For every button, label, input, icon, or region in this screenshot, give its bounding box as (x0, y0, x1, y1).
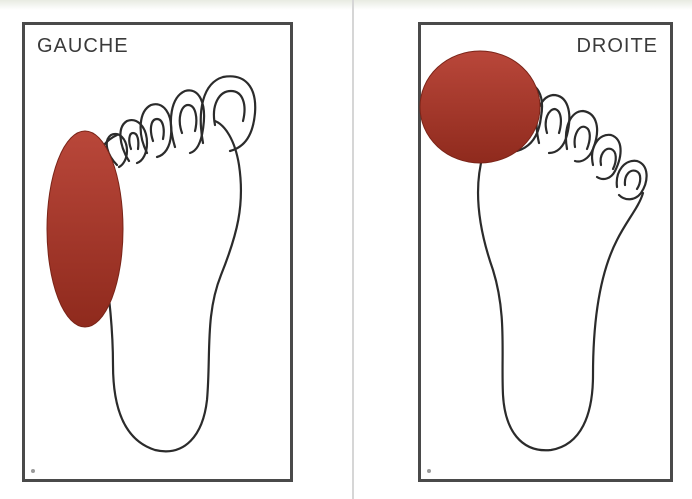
top-shading (0, 0, 692, 10)
corner-mark (31, 469, 35, 473)
left-foot-card: GAUCHE (22, 22, 293, 482)
left-foot-outer-edge-marker (45, 129, 125, 329)
panel-divider (352, 0, 354, 499)
right-foot-card: DROITE (418, 22, 673, 482)
corner-mark (427, 469, 431, 473)
right-foot-big-toe-marker (418, 49, 542, 165)
